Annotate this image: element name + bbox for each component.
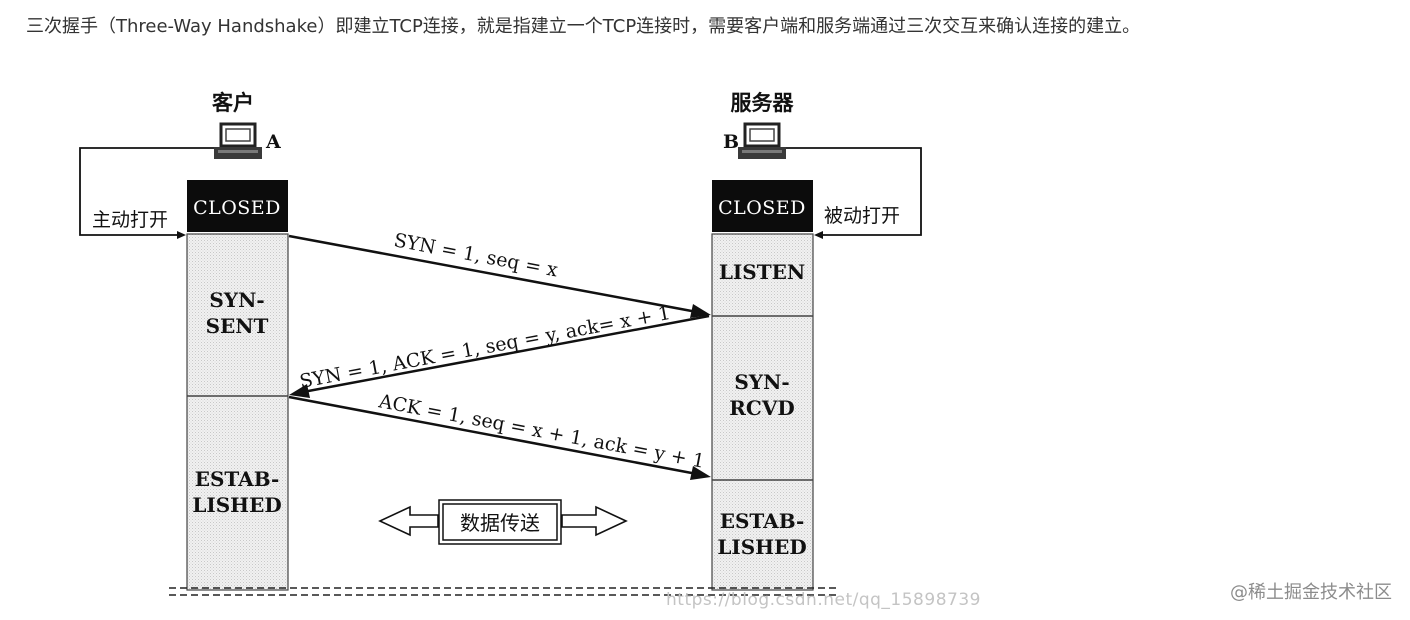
client-closed-label: CLOSED: [193, 197, 281, 219]
client-state-established-1: ESTAB-: [195, 467, 280, 491]
message-synack-arrowhead: [289, 384, 310, 398]
server-timeline: [711, 233, 814, 591]
server-closed-box: [712, 180, 813, 232]
message-ack-line: [288, 395, 698, 476]
server-state-established-1: ESTAB-: [720, 509, 805, 533]
client-closed-box: [187, 180, 288, 232]
server-closed-label: CLOSED: [718, 197, 806, 219]
message-syn-line: [288, 234, 698, 314]
client-title: 客户: [212, 91, 254, 115]
client-host-label: A: [265, 131, 281, 153]
data-transfer-left-arrow: [378, 505, 439, 537]
client-state-established-2: LISHED: [192, 493, 281, 517]
server-host-label: B: [723, 131, 739, 153]
server-passive-open-label: 被动打开: [824, 205, 900, 227]
message-synack-line: [302, 314, 710, 394]
handshake-messages: SYN = 1, seq = x SYN = 1, ACK = 1, seq =…: [288, 229, 711, 480]
server-computer-icon: [738, 122, 786, 159]
server-column: 服务器 B CLOSED LISTEN SYN- RCVD ESTAB- LIS…: [711, 91, 922, 591]
message-synack-label: SYN = 1, ACK = 1, seq = y, ack= x + 1: [298, 302, 672, 393]
server-state-listen: LISTEN: [719, 260, 805, 284]
server-state-syn-rcvd-2: RCVD: [729, 396, 794, 420]
data-transfer-right-arrow: [561, 505, 628, 537]
message-syn-label: SYN = 1, seq = x: [392, 229, 560, 281]
client-active-open-label: 主动打开: [92, 209, 168, 231]
server-state-syn-rcvd-1: SYN-: [734, 370, 789, 394]
intro-paragraph: 三次握手（Three-Way Handshake）即建立TCP连接，就是指建立一…: [26, 16, 1141, 37]
client-active-open-loop: [79, 147, 214, 236]
client-timeline: [186, 233, 289, 591]
server-passive-open-loop: [786, 147, 922, 236]
client-column: 客户 A CLOSED SYN- SENT ESTAB- LISHED 主动打开: [79, 91, 289, 591]
client-active-open-arrowhead: [177, 231, 186, 239]
client-state-syn-sent-1: SYN-: [209, 288, 264, 312]
juejin-brand: @稀土掘金技术社区: [1230, 582, 1392, 603]
server-passive-open-arrowhead: [814, 231, 823, 239]
csdn-watermark: https://blog.csdn.net/qq_15898739: [666, 590, 981, 610]
client-state-syn-sent-2: SENT: [206, 314, 269, 338]
message-syn-arrowhead: [690, 304, 711, 318]
message-ack-label: ACK = 1, seq = x + 1, ack = y + 1: [376, 390, 706, 473]
data-transfer-indicator: 数据传送: [378, 499, 628, 545]
server-title: 服务器: [731, 91, 795, 115]
message-ack-arrowhead: [690, 466, 711, 480]
client-computer-icon: [214, 122, 262, 159]
data-transfer-label: 数据传送: [460, 511, 540, 535]
data-transfer-box-inner: [442, 503, 558, 541]
server-state-established-2: LISHED: [717, 535, 806, 559]
